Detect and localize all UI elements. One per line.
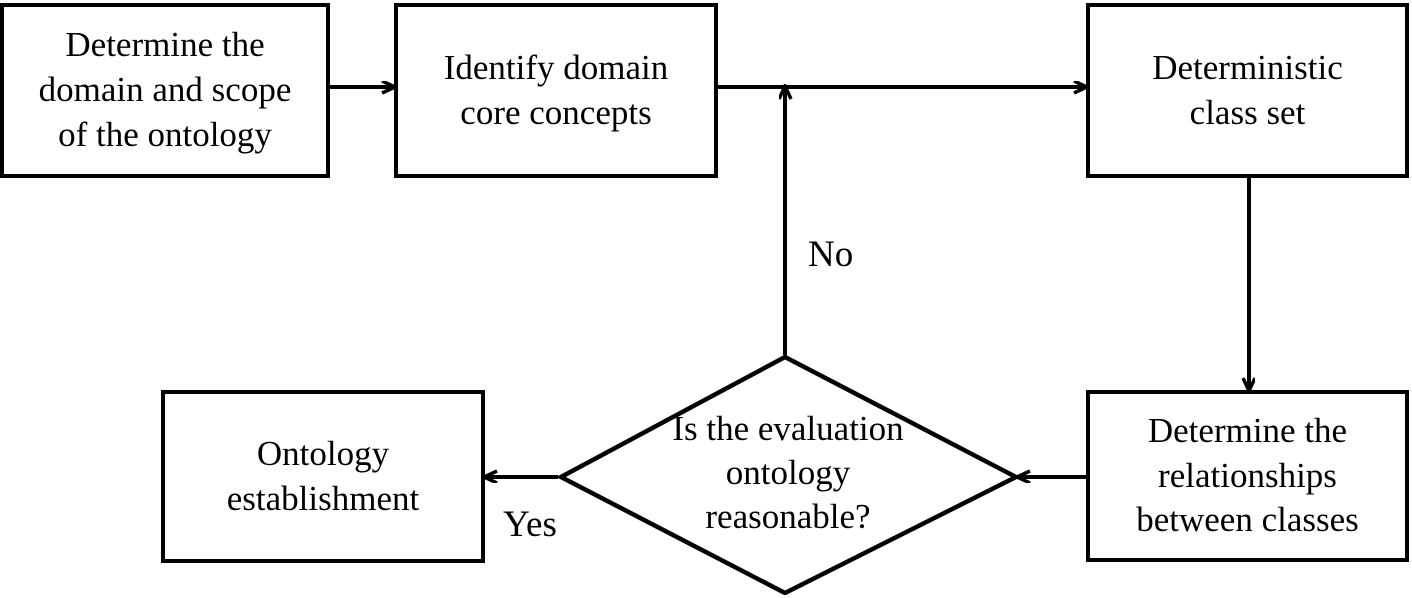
edge-label-no: No bbox=[808, 234, 854, 275]
node-ontology-establishment-label: Ontology establishment bbox=[226, 433, 420, 518]
node-identify-core-concepts-label: Identify domain core concepts bbox=[443, 47, 669, 132]
node-ontology-establishment[interactable]: Ontology establishment bbox=[161, 390, 485, 563]
node-deterministic-class-set[interactable]: Deterministic class set bbox=[1086, 3, 1409, 178]
node-determine-relationships-label: Determine the relationships between clas… bbox=[1136, 410, 1359, 540]
node-determine-relationships[interactable]: Determine the relationships between clas… bbox=[1086, 390, 1409, 562]
decision-diamond-shape bbox=[558, 355, 1018, 595]
node-evaluation-decision[interactable]: Is the evaluation ontology reasonable? bbox=[558, 355, 1018, 595]
node-deterministic-class-set-label: Deterministic class set bbox=[1152, 47, 1343, 132]
node-evaluation-decision-label: Is the evaluation ontology reasonable? bbox=[672, 408, 904, 537]
edge-label-yes: Yes bbox=[503, 504, 557, 545]
node-determine-domain-scope-label: Determine the domain and scope of the on… bbox=[38, 25, 292, 154]
node-identify-core-concepts[interactable]: Identify domain core concepts bbox=[394, 3, 718, 178]
node-determine-domain-scope[interactable]: Determine the domain and scope of the on… bbox=[0, 3, 330, 178]
